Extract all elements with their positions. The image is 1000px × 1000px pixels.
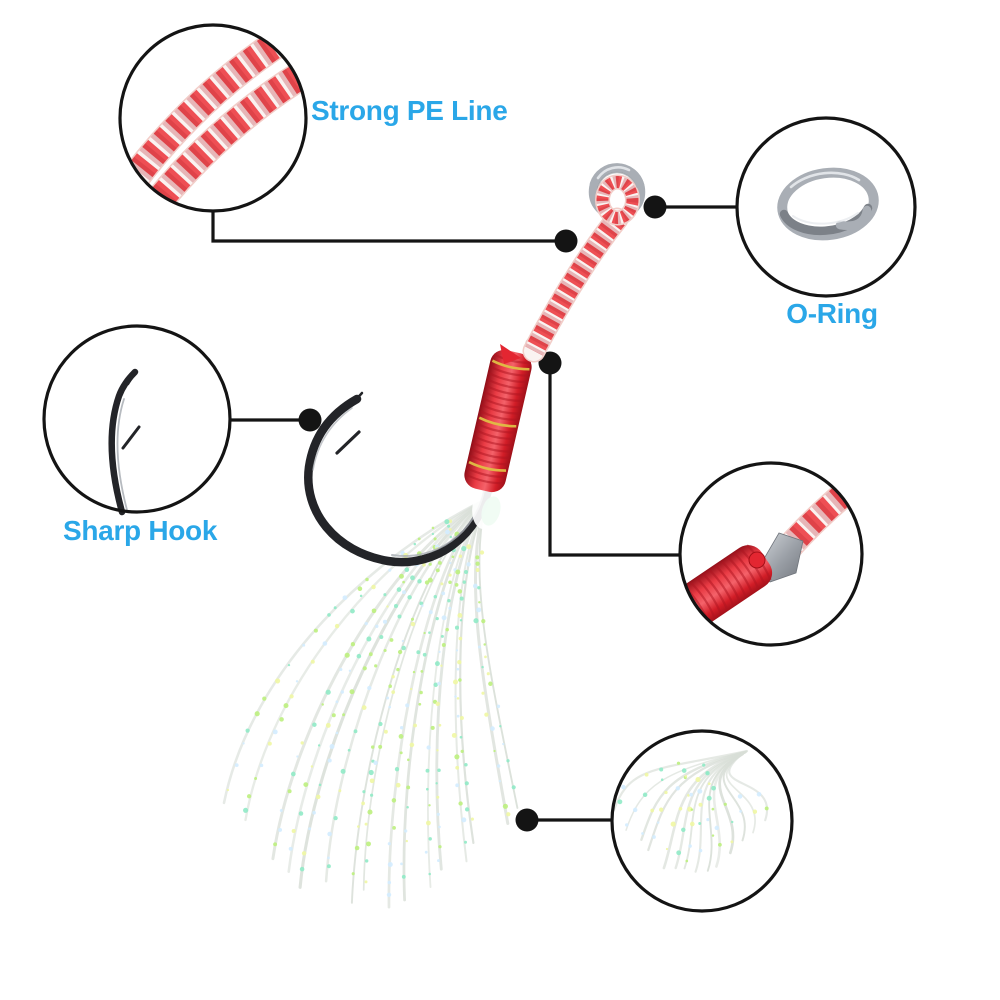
hook-barb: [335, 430, 361, 455]
cord-loop: [596, 176, 639, 224]
flash-tinsel-closeup-icon: [613, 749, 769, 873]
pe-line-label: Strong PE Line: [311, 95, 508, 126]
thread-tag: [500, 344, 521, 364]
callout-o-ring: [735, 116, 917, 298]
callout-sharp-hook: [42, 324, 232, 516]
callout-tinsel: [610, 729, 794, 913]
o-ring-label: O-Ring: [786, 298, 878, 329]
fishing-hook: [304, 391, 494, 567]
tinsel-glow-core: [481, 496, 501, 526]
tinsel-skirt: [222, 497, 519, 909]
pe-line-cord: [525, 212, 625, 356]
thread-knot: [748, 551, 766, 569]
split-ring-closeup-icon: [777, 167, 879, 241]
thread-wrap: [464, 349, 532, 493]
sharp-hook-label: Sharp Hook: [63, 515, 218, 546]
callout-pe-line: [118, 23, 308, 213]
pe-line-cord: [525, 212, 625, 356]
assist-hook-product: [222, 163, 646, 909]
callout-dots: [298, 195, 667, 832]
cord-loop: [596, 176, 639, 224]
callout-thread-wrap: [678, 461, 864, 647]
callout-connectors: [211, 205, 737, 822]
hook-point-closeup-icon: [108, 368, 141, 516]
split-ring: [588, 163, 646, 226]
